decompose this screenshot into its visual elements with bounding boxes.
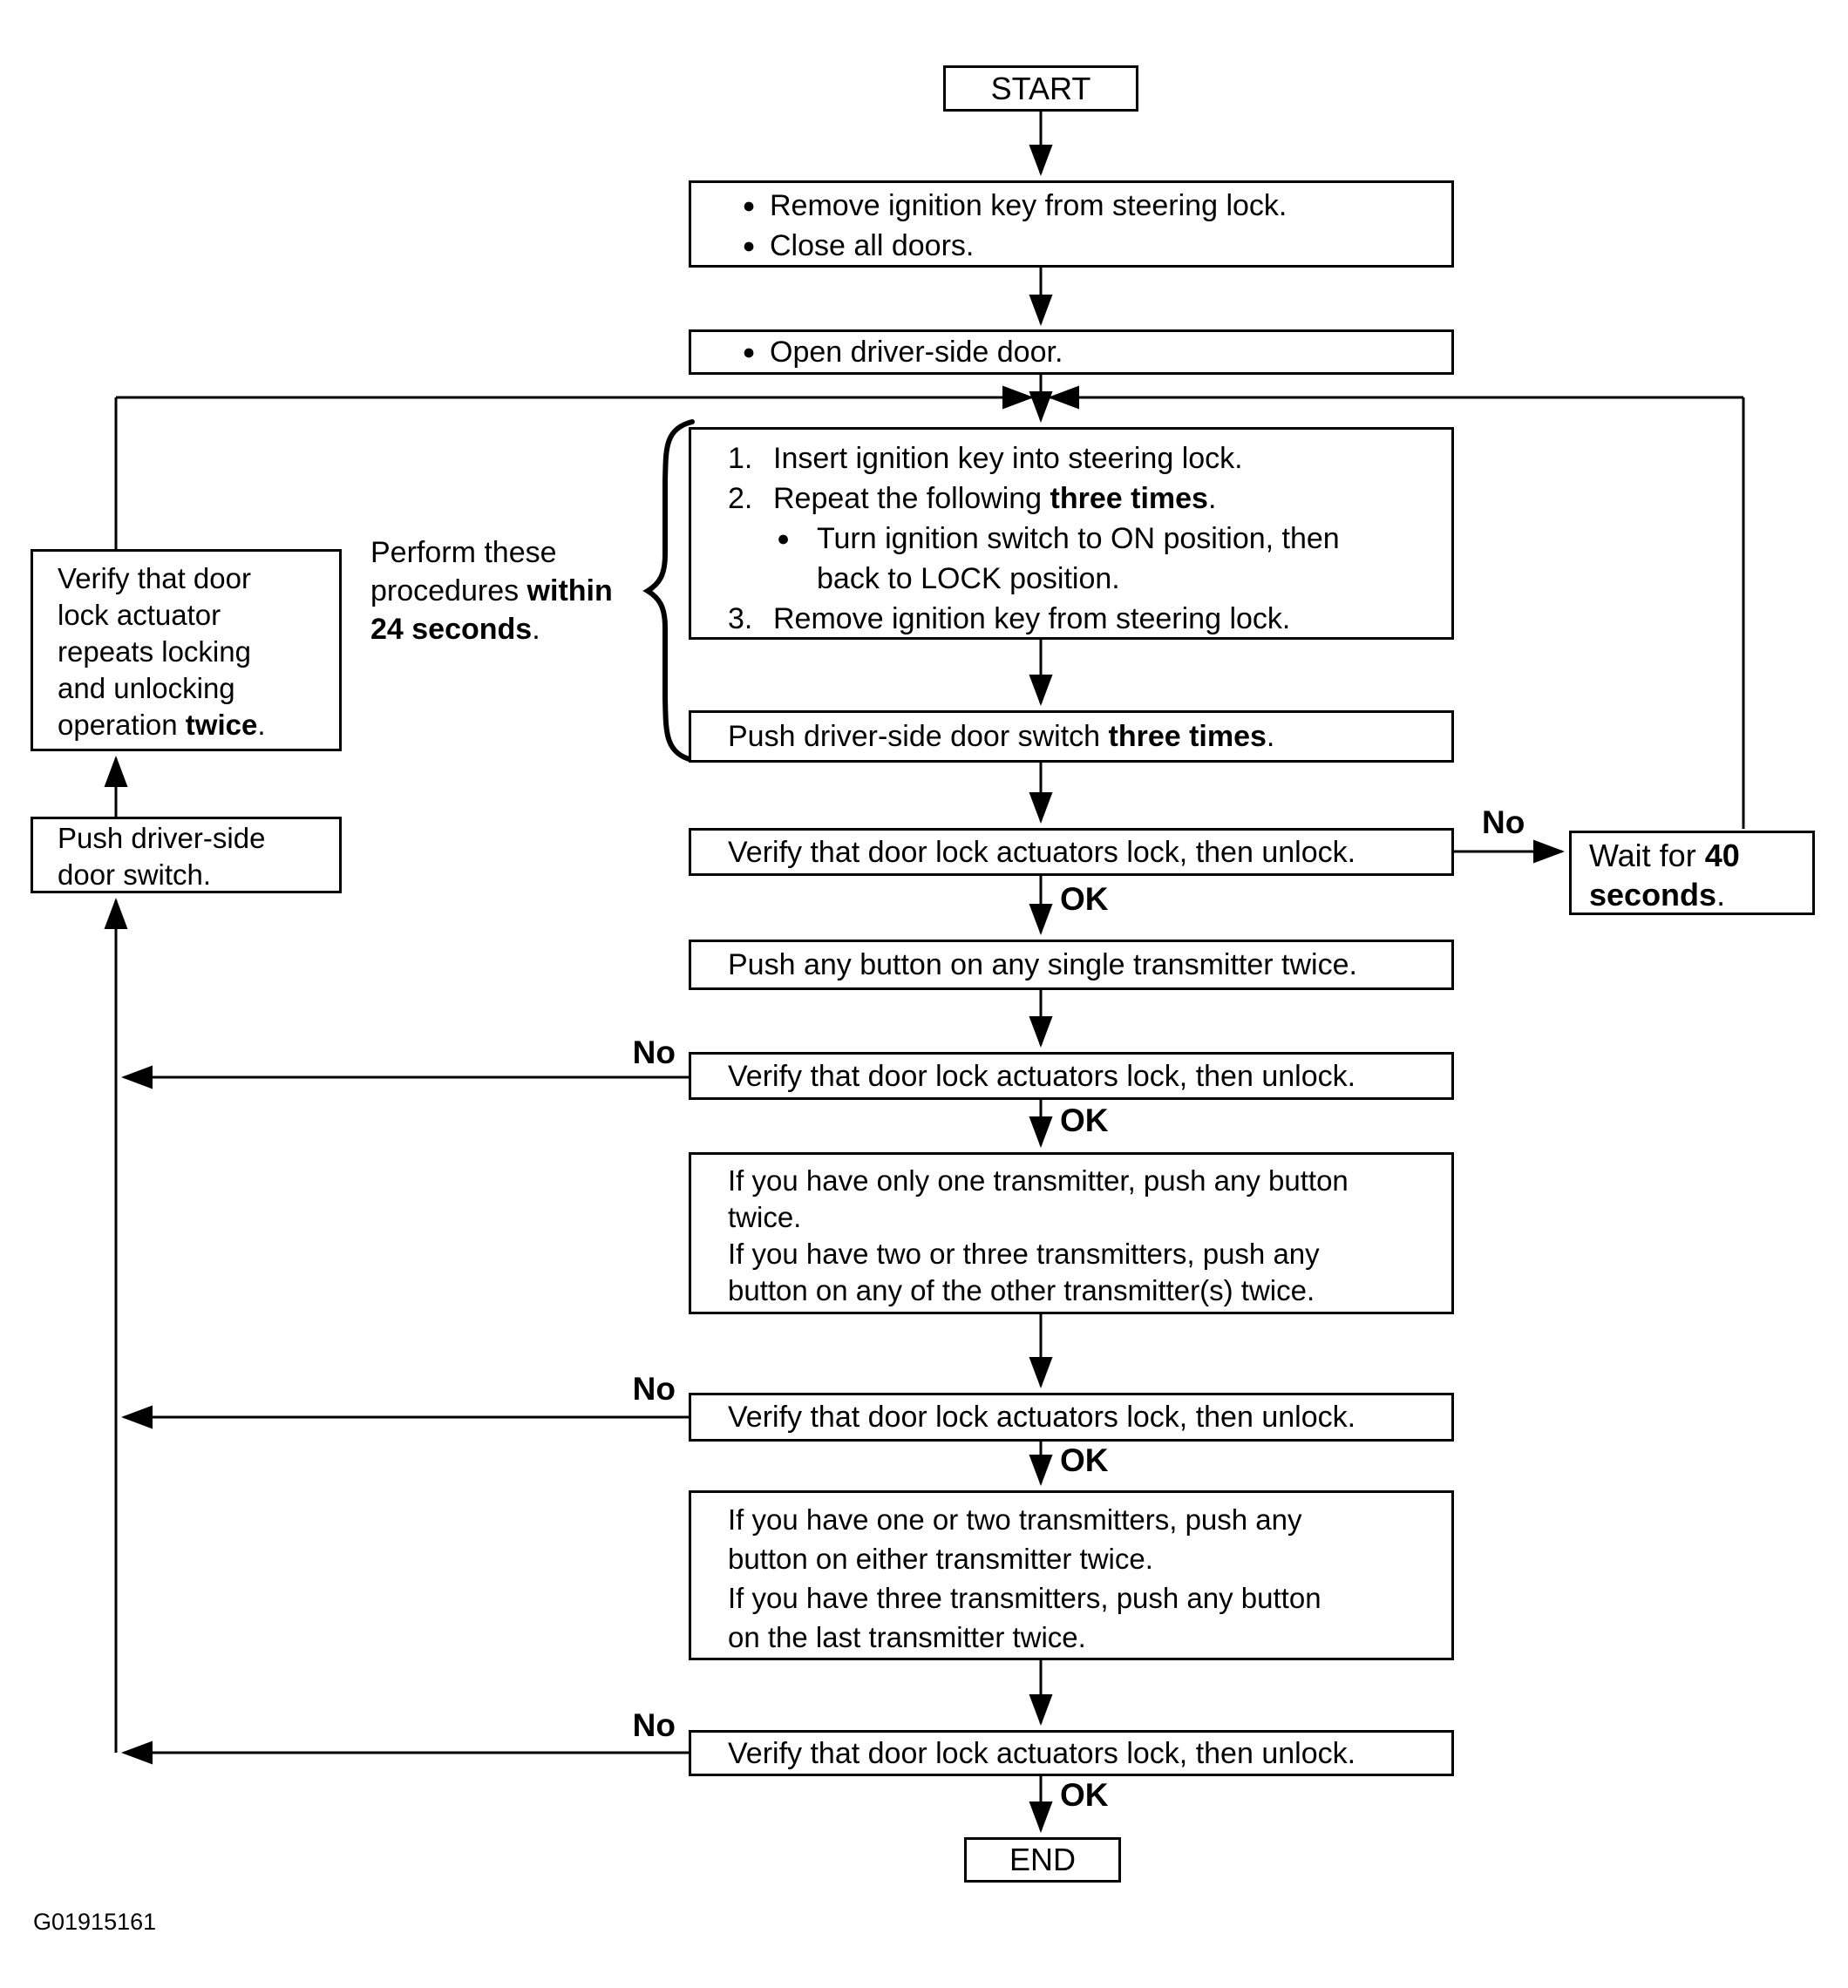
verify-actuators-box-1: Verify that door lock actuators lock, th… bbox=[689, 828, 1454, 876]
key-cycle-box: 1. Insert ignition key into steering loc… bbox=[689, 427, 1454, 640]
last-transmitter-box: If you have one or two transmitters, pus… bbox=[689, 1490, 1454, 1660]
verify-actuators-box-3: Verify that door lock actuators lock, th… bbox=[689, 1393, 1454, 1442]
bullet-text: Open driver-side door. bbox=[770, 336, 1063, 369]
start-label: START bbox=[990, 70, 1091, 106]
bullet-item: ● Remove ignition key from steering lock… bbox=[728, 186, 1443, 226]
bullet-icon: ● bbox=[742, 234, 756, 258]
bullet-text: Close all doors. bbox=[770, 229, 975, 262]
end-node: END bbox=[964, 1837, 1121, 1883]
open-door-box: ● Open driver-side door. bbox=[689, 329, 1454, 375]
prepare-box: ● Remove ignition key from steering lock… bbox=[689, 180, 1454, 268]
bullet-text: Remove ignition key from steering lock. bbox=[770, 189, 1287, 222]
step-number: 2. bbox=[728, 482, 753, 515]
brace-icon bbox=[642, 419, 695, 763]
figure-id: G01915161 bbox=[33, 1909, 157, 1935]
step-sub-item: ● Turn ignition switch to ON position, t… bbox=[777, 519, 1443, 599]
bullet-icon: ● bbox=[742, 193, 756, 218]
verify-actuators-box-2: Verify that door lock actuators lock, th… bbox=[689, 1052, 1454, 1100]
ok-label-3: OK bbox=[1060, 1442, 1109, 1478]
box-text: Push any button on any single transmitte… bbox=[728, 948, 1357, 981]
end-label: END bbox=[1009, 1842, 1076, 1877]
first-transmitter-box: If you have only one transmitter, push a… bbox=[689, 1152, 1454, 1314]
ok-label-2: OK bbox=[1060, 1103, 1109, 1138]
bullet-icon: ● bbox=[777, 526, 791, 551]
push-any-transmitter-box: Push any button on any single transmitte… bbox=[689, 940, 1454, 990]
no-label-3: No bbox=[632, 1707, 676, 1743]
no-label-right: No bbox=[1482, 804, 1525, 840]
box-text: Verify that door lock actuators lock, th… bbox=[728, 835, 1356, 869]
step-text: Remove ignition key from steering lock. bbox=[773, 602, 1291, 635]
bullet-item: ● Close all doors. bbox=[728, 226, 1443, 266]
ok-label-1: OK bbox=[1060, 881, 1109, 917]
step-text: Turn ignition switch to ON position, the… bbox=[817, 522, 1340, 595]
box-text: Verify that door lock actuators lock, th… bbox=[728, 1059, 1356, 1093]
box-text: Verify that door lock actuators lock, th… bbox=[728, 1736, 1356, 1770]
ok-label-4: OK bbox=[1060, 1777, 1109, 1813]
verify-actuators-box-4: Verify that door lock actuators lock, th… bbox=[689, 1730, 1454, 1776]
step-number: 1. bbox=[728, 442, 753, 475]
step-item: 3. Remove ignition key from steering loc… bbox=[728, 599, 1443, 639]
step-text: Repeat the following three times. bbox=[773, 482, 1217, 515]
bullet-icon: ● bbox=[742, 340, 756, 364]
box-text: Push driver-side door switch three times… bbox=[728, 720, 1275, 753]
push-switch-three-times-box: Push driver-side door switch three times… bbox=[689, 710, 1454, 763]
no-label-1: No bbox=[632, 1035, 676, 1070]
no-label-2: No bbox=[632, 1371, 676, 1407]
step-item: 2. Repeat the following three times. bbox=[728, 478, 1443, 519]
start-node: START bbox=[943, 65, 1138, 112]
step-item: 1. Insert ignition key into steering loc… bbox=[728, 438, 1443, 478]
step-number: 3. bbox=[728, 602, 753, 635]
step-text: Insert ignition key into steering lock. bbox=[773, 442, 1243, 475]
box-text: Verify that door lock actuators lock, th… bbox=[728, 1401, 1356, 1434]
